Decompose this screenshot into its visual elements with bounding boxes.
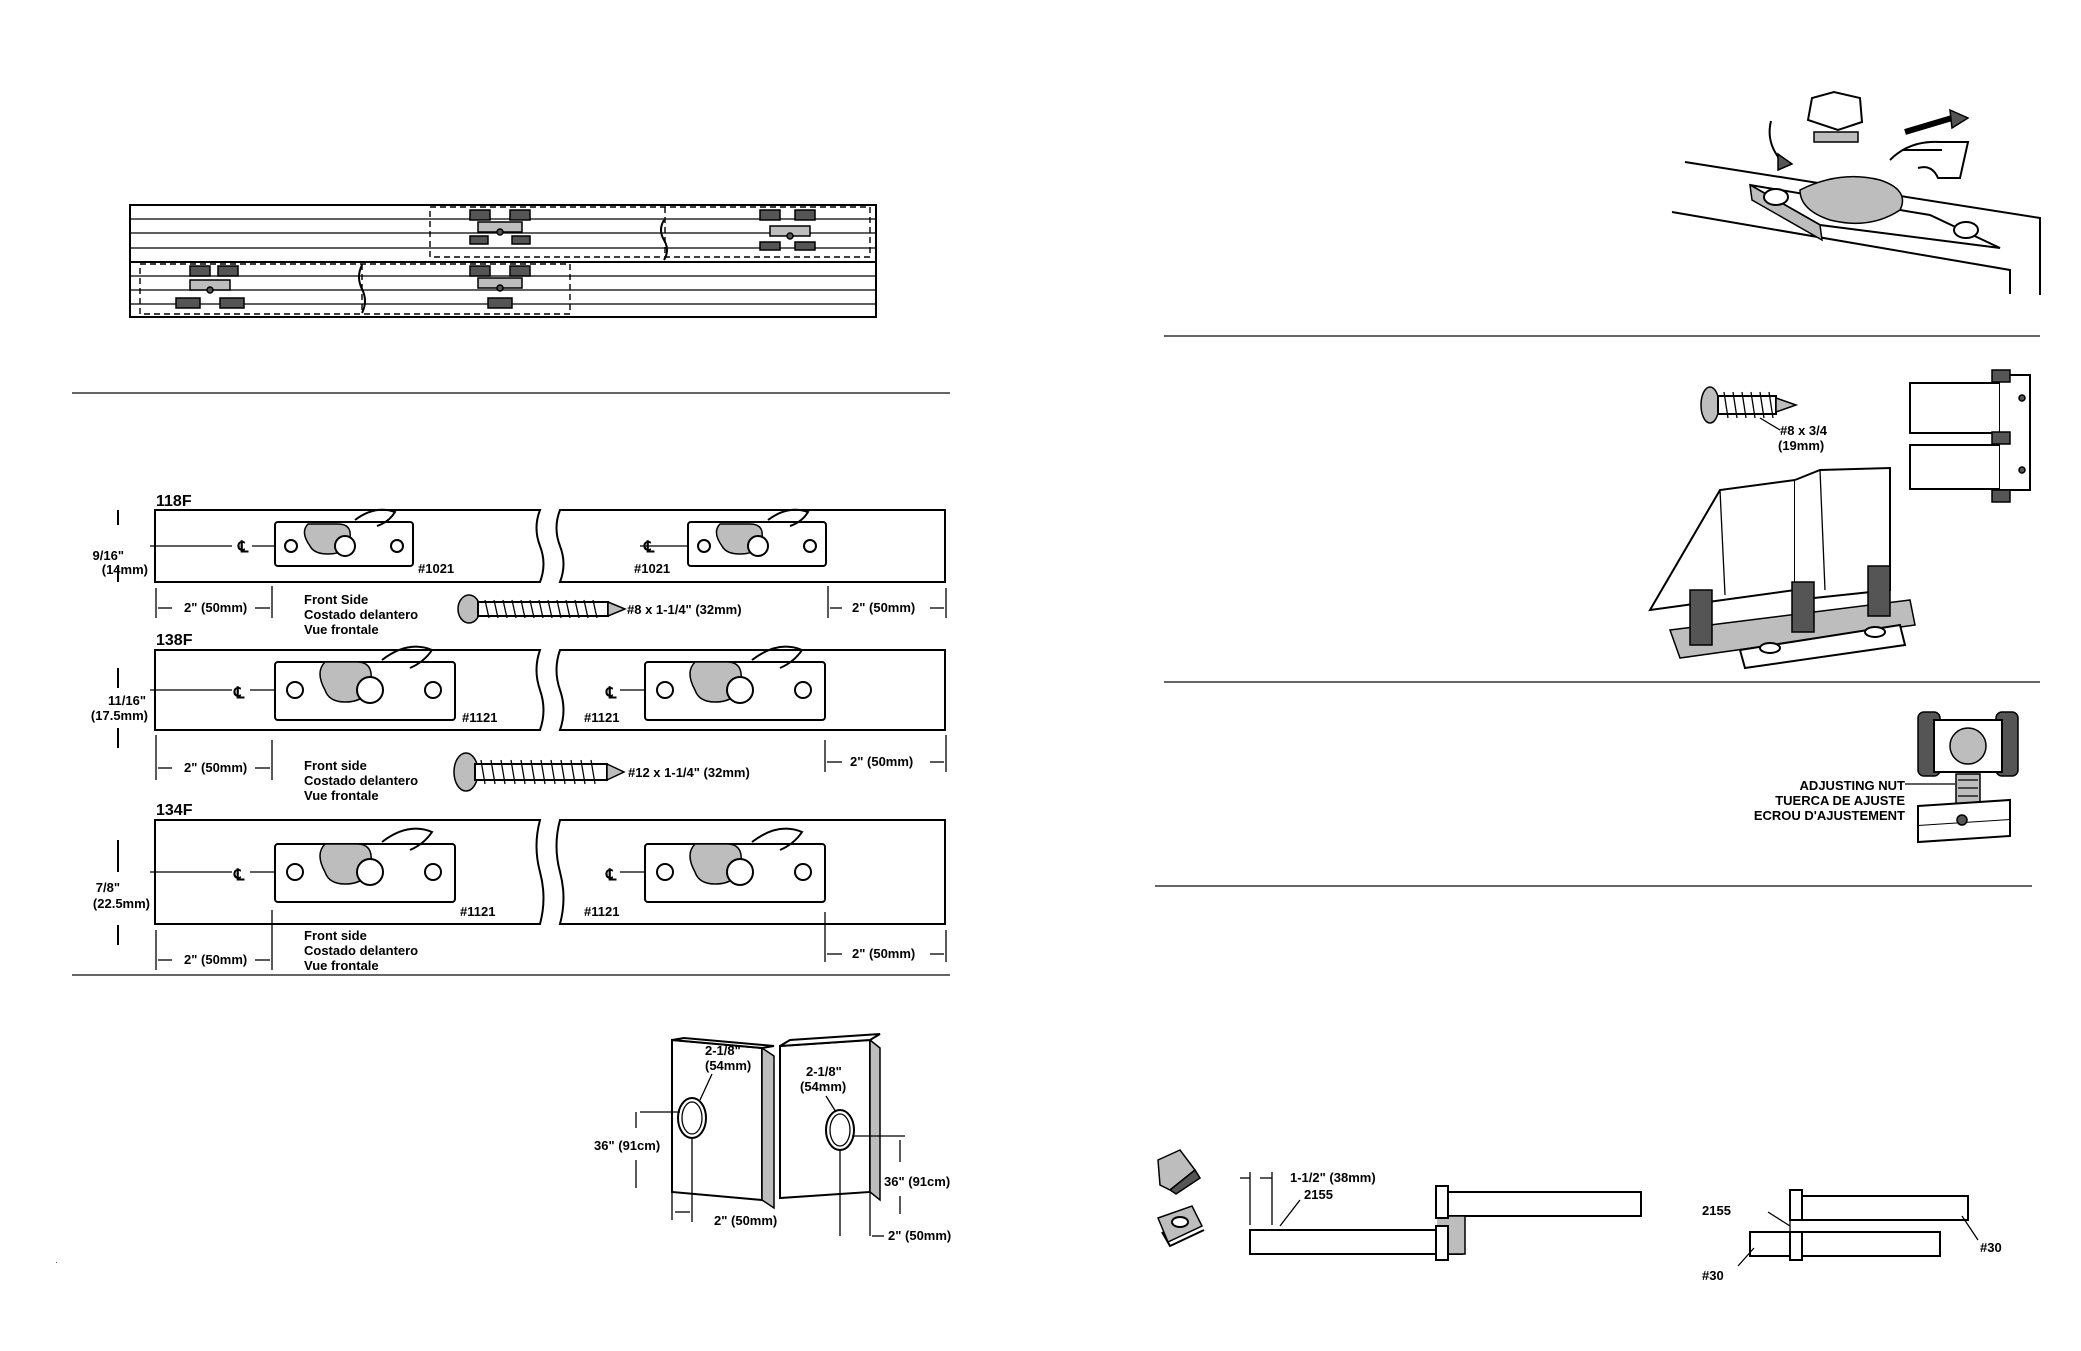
model-label: 118F bbox=[156, 493, 192, 510]
offset-mm-label: (17.5mm) bbox=[91, 708, 148, 723]
side-line-3: Vue frontale bbox=[304, 622, 379, 637]
hole-size-label: 2-1/8" bbox=[705, 1043, 741, 1058]
part-number: #1021 bbox=[634, 561, 670, 576]
right-dim-label: 2" (50mm) bbox=[852, 600, 915, 615]
adjusting-nut-label-en: ADJUSTING NUT bbox=[1800, 778, 1906, 793]
floor-guide-icon bbox=[1157, 1205, 1205, 1248]
height-label: 36" (91cm) bbox=[884, 1174, 950, 1189]
guide-screw-size-mm: (19mm) bbox=[1778, 438, 1824, 453]
pivot-bracket-diagram bbox=[1671, 90, 2041, 295]
hole-size-mm-label: (54mm) bbox=[705, 1058, 751, 1073]
part-number: #1021 bbox=[418, 561, 454, 576]
centerline-symbol: ℄ bbox=[233, 685, 245, 702]
edge-dim-label: 2" (50mm) bbox=[888, 1228, 951, 1243]
track-roller bbox=[175, 265, 245, 309]
part-number: #1121 bbox=[460, 904, 495, 919]
left-dim-label: 2" (50mm) bbox=[184, 952, 247, 967]
screw-size-label: #12 x 1-1/4" (32mm) bbox=[628, 765, 750, 780]
door-knob-hole-diagram: 2-1/8" (54mm) 36" (91cm) 2" (50mm) 2-1/8… bbox=[594, 1033, 951, 1243]
track-roller bbox=[759, 209, 816, 251]
offset-label: 9/16" bbox=[93, 548, 124, 563]
door-latch-left bbox=[274, 645, 456, 721]
hole-size-label: 2-1/8" bbox=[806, 1064, 842, 1079]
side-line-2: Costado delantero bbox=[304, 773, 418, 788]
part-number: #1121 bbox=[462, 710, 497, 725]
door-latch-right bbox=[687, 508, 827, 567]
screw-size-label: #8 x 1-1/4" (32mm) bbox=[627, 602, 742, 617]
side-line-3: Vue frontale bbox=[304, 788, 379, 803]
side-line-2: Costado delantero bbox=[304, 607, 418, 622]
side-line-1: Front Side bbox=[304, 592, 368, 607]
offset-label: 7/8" bbox=[96, 880, 120, 895]
screw-icon bbox=[457, 594, 627, 624]
side-line-3: Vue frontale bbox=[304, 958, 379, 973]
screw-icon bbox=[1700, 386, 1799, 424]
left-dim-label: 2" (50mm) bbox=[184, 760, 247, 775]
model-label: 138F bbox=[156, 632, 193, 649]
door-latch-left bbox=[274, 827, 456, 903]
part-number: #1121 bbox=[584, 904, 619, 919]
side-line-2: Costado delantero bbox=[304, 943, 418, 958]
door-latch-right bbox=[644, 827, 826, 903]
offset-mm-label: (22.5mm) bbox=[93, 896, 150, 911]
strip-138f: 138F 11/16" (17.5mm) ℄ #1121 ℄ #1121 2" … bbox=[91, 632, 947, 803]
track-diagram bbox=[129, 204, 877, 318]
adjusting-nut-label-es: TUERCA DE AJUSTE bbox=[1775, 793, 1905, 808]
offset-mm-label: (14mm) bbox=[102, 562, 148, 577]
track-roller bbox=[469, 209, 531, 245]
part-number: 2155 bbox=[1702, 1203, 1731, 1218]
adjusting-nut-diagram: ADJUSTING NUT TUERCA DE AJUSTE ECROU D'A… bbox=[1754, 711, 2019, 844]
track-roller bbox=[469, 265, 531, 309]
height-label: 36" (91cm) bbox=[594, 1138, 660, 1153]
strip-118f: 118F 9/16" (14mm) ℄ #1021 ℄ #1021 2" (50… bbox=[93, 493, 947, 637]
part-number: #1121 bbox=[584, 710, 619, 725]
edge-dim-label: 2" (50mm) bbox=[714, 1213, 777, 1228]
guide-screw-size: #8 x 3/4 bbox=[1780, 423, 1828, 438]
side-line-1: Front side bbox=[304, 758, 367, 773]
centerline-symbol: ℄ bbox=[643, 539, 655, 556]
floor-guide-diagram: #8 x 3/4 (19mm) bbox=[1648, 369, 2031, 670]
centerline-symbol: ℄ bbox=[233, 867, 245, 884]
strip-134f: 134F 7/8" (22.5mm) ℄ #1121 ℄ #1121 2" (5… bbox=[93, 802, 947, 973]
part-number: #30 bbox=[1702, 1268, 1724, 1283]
overlap-dim-label: 1-1/2" (38mm) bbox=[1290, 1170, 1376, 1185]
corner-bracket-icon bbox=[1157, 1149, 1202, 1195]
left-dim-label: 2" (50mm) bbox=[184, 600, 247, 615]
side-line-1: Front side bbox=[304, 928, 367, 943]
centerline-symbol: ℄ bbox=[237, 539, 249, 556]
door-latch-right bbox=[644, 645, 826, 721]
model-label: 134F bbox=[156, 802, 193, 819]
offset-label: 11/16" bbox=[108, 693, 146, 708]
screw-icon bbox=[453, 752, 626, 792]
hole-size-mm-label: (54mm) bbox=[800, 1079, 846, 1094]
adjusting-nut-label-fr: ECROU D'AJUSTEMENT bbox=[1754, 808, 1905, 823]
door-latch-left bbox=[274, 508, 414, 567]
part-number: #30 bbox=[1980, 1240, 2002, 1255]
centerline-symbol: ℄ bbox=[605, 867, 617, 884]
page-mark: · bbox=[55, 1258, 58, 1267]
right-dim-label: 2" (50mm) bbox=[852, 946, 915, 961]
right-dim-label: 2" (50mm) bbox=[850, 754, 913, 769]
part-number: 2155 bbox=[1304, 1187, 1333, 1202]
centerline-symbol: ℄ bbox=[605, 685, 617, 702]
bottom-guide-diagram: 1-1/2" (38mm) 2155 2155 #30 #30 bbox=[1157, 1149, 2002, 1283]
